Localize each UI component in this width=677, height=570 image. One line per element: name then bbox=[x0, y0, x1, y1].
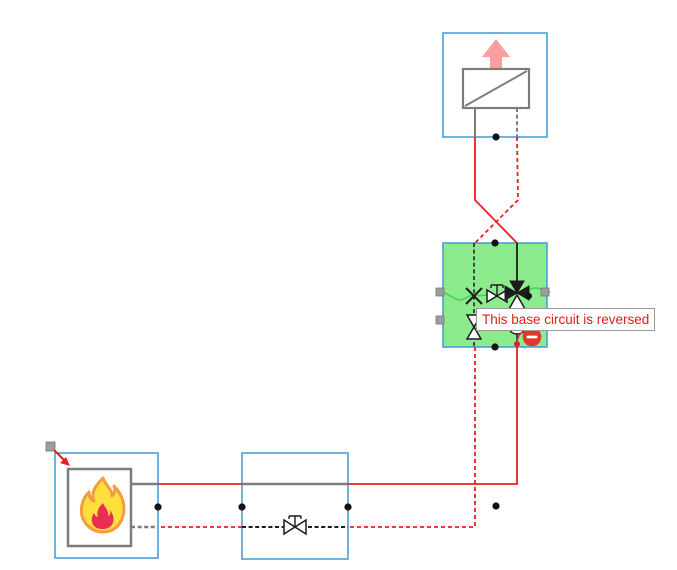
valve-icon bbox=[283, 515, 307, 536]
connection-point-dot[interactable] bbox=[154, 503, 162, 511]
supply-connection-lines[interactable] bbox=[158, 137, 518, 485]
radiator-diagonal bbox=[464, 70, 528, 107]
heat-emitter-symbol[interactable] bbox=[461, 39, 531, 137]
minus-bar bbox=[526, 335, 538, 339]
connection-point-dot[interactable] bbox=[492, 502, 500, 510]
selection-handle[interactable] bbox=[435, 315, 445, 325]
return-connection-lines[interactable] bbox=[158, 136, 519, 528]
connection-point-dot[interactable] bbox=[492, 133, 500, 141]
return-pipe-crossover[interactable] bbox=[474, 136, 519, 244]
return-pipe-bottom-right[interactable] bbox=[348, 347, 476, 528]
crossed-pipes-icon bbox=[465, 287, 483, 305]
connection-point-dot[interactable] bbox=[491, 239, 499, 247]
supply-pipe-bottom-right[interactable] bbox=[348, 344, 518, 485]
connection-point-dot[interactable] bbox=[491, 343, 499, 351]
valve-port-dot bbox=[526, 293, 532, 299]
selection-handle[interactable] bbox=[540, 287, 550, 297]
heat-source-symbol[interactable] bbox=[45, 441, 158, 548]
flame-inner bbox=[91, 503, 114, 529]
supply-pipe-crossover[interactable] bbox=[474, 137, 518, 244]
corner-handle[interactable] bbox=[45, 441, 56, 452]
up-arrow-icon bbox=[482, 39, 510, 71]
diagonal-arrow-icon bbox=[53, 449, 65, 461]
connection-points bbox=[154, 133, 500, 511]
diagonal-arrow-head bbox=[60, 457, 70, 466]
three-way-valve-icon bbox=[504, 280, 532, 310]
valve-box[interactable] bbox=[241, 452, 349, 560]
connection-point-dot[interactable] bbox=[344, 503, 352, 511]
drag-indicator[interactable] bbox=[45, 441, 70, 466]
shutoff-valve-symbol[interactable] bbox=[242, 482, 348, 536]
error-badge[interactable] bbox=[514, 327, 542, 347]
error-anchor-dot bbox=[514, 341, 520, 347]
selection-handle[interactable] bbox=[435, 287, 445, 297]
connection-point-dot[interactable] bbox=[238, 503, 246, 511]
error-tooltip: This base circuit is reversed bbox=[476, 308, 656, 331]
